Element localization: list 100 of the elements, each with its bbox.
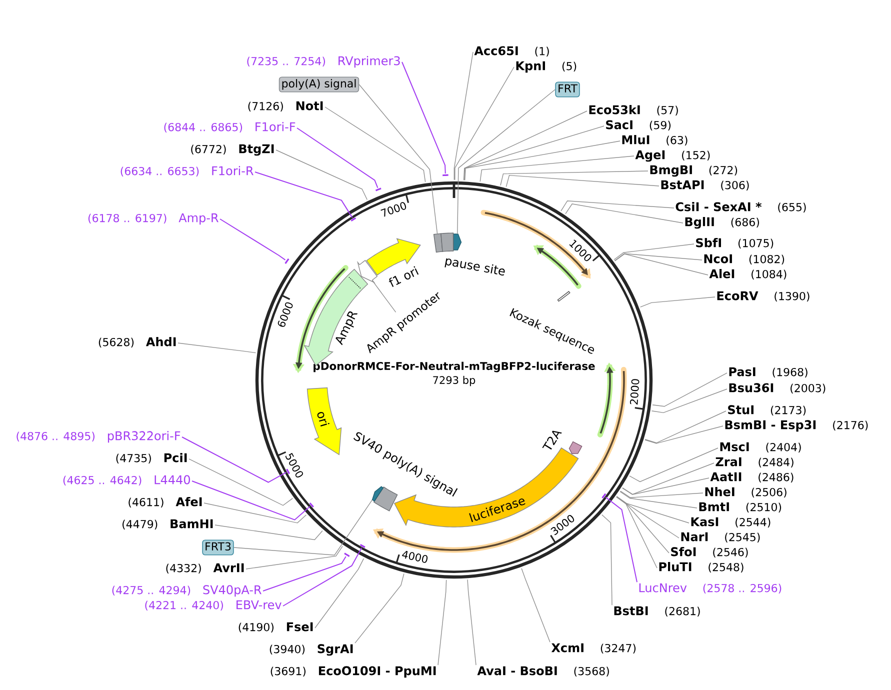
position-label: (1390) bbox=[774, 292, 810, 302]
primer-label: LucNrev bbox=[639, 583, 687, 592]
site-label: ZraI bbox=[716, 457, 742, 466]
leader-line bbox=[467, 579, 476, 666]
primer-site-mark bbox=[350, 217, 356, 222]
site-label: BtgZI bbox=[239, 144, 274, 156]
primer-site-mark bbox=[286, 468, 290, 474]
leader-line bbox=[464, 126, 604, 180]
leader-line bbox=[616, 496, 690, 524]
leader-line bbox=[282, 547, 362, 606]
leader-line bbox=[640, 296, 716, 308]
leader-line bbox=[622, 462, 714, 495]
primer-label: pBR322ori-F bbox=[108, 430, 180, 443]
plasmid-size: 7293 bp bbox=[433, 376, 476, 386]
site-label: PasI bbox=[729, 367, 756, 376]
feature-block bbox=[433, 233, 443, 253]
position-label: (6844 .. 6865) bbox=[164, 122, 242, 133]
position-label: (6634 .. 6653) bbox=[120, 166, 199, 177]
position-label: (2486) bbox=[758, 472, 794, 483]
position-label: (1) bbox=[535, 46, 549, 57]
leader-line bbox=[506, 174, 660, 188]
feature-tag: FRT3 bbox=[202, 540, 234, 556]
leader-line bbox=[614, 244, 694, 260]
feature-label: f1 ori bbox=[388, 266, 419, 287]
site-label: AleI bbox=[709, 268, 734, 278]
position-label: (2003) bbox=[790, 384, 826, 394]
position-label: (2545) bbox=[725, 532, 760, 543]
position-label: (3568) bbox=[574, 666, 609, 677]
site-label: AgeI bbox=[635, 150, 665, 162]
leader-line bbox=[464, 140, 620, 181]
site-label: BsmBI - Esp3I bbox=[725, 420, 816, 432]
position-label: (6772) bbox=[191, 144, 226, 155]
site-label: BmgBI bbox=[650, 165, 692, 177]
site-label: BamHI bbox=[170, 519, 213, 528]
leader-line bbox=[500, 170, 648, 186]
position-label: (152) bbox=[682, 150, 710, 161]
leader-line bbox=[246, 546, 343, 570]
primer-site-mark bbox=[284, 258, 290, 264]
leader-line bbox=[234, 500, 373, 556]
leader-line bbox=[620, 490, 704, 498]
site-label: BstAPI bbox=[661, 180, 704, 190]
site-label: MscI bbox=[720, 442, 749, 452]
site-label: AhdI bbox=[146, 336, 176, 346]
leader-line bbox=[565, 204, 684, 224]
leader-line bbox=[629, 448, 718, 482]
site-label: NotI bbox=[296, 101, 323, 110]
position-label: (1968) bbox=[772, 368, 808, 378]
site-label: BstBI bbox=[614, 606, 648, 616]
site-label: SacI bbox=[606, 120, 632, 130]
site-label: PluTI bbox=[659, 562, 692, 572]
primer-label: SV40pA-R bbox=[203, 585, 262, 597]
leader-line bbox=[644, 410, 726, 444]
leader-line bbox=[220, 218, 286, 260]
plasmid-name: pDonorRMCE-For-Neutral-mTagBFP2-luciferase bbox=[314, 362, 595, 372]
tick-label: 2000 bbox=[630, 379, 640, 405]
leader-line bbox=[296, 128, 378, 188]
leader-line bbox=[254, 172, 353, 218]
position-label: (2546) bbox=[713, 548, 748, 558]
leader-line bbox=[354, 573, 404, 644]
position-label: (2506) bbox=[752, 488, 786, 498]
leader-line bbox=[262, 556, 346, 592]
leader-line bbox=[620, 491, 698, 508]
position-label: (2544) bbox=[736, 518, 770, 528]
position-label: (272) bbox=[709, 166, 738, 176]
feature-block bbox=[372, 486, 384, 502]
leader-line bbox=[651, 388, 728, 414]
leader-line bbox=[204, 502, 307, 524]
site-label: BglII bbox=[685, 216, 714, 229]
position-label: (4625 .. 4642) bbox=[63, 476, 142, 486]
leader-line bbox=[614, 254, 708, 276]
site-label: KasI bbox=[691, 517, 718, 526]
position-label: (3691) bbox=[270, 666, 306, 677]
site-label: BmtI bbox=[699, 502, 729, 512]
leader-line bbox=[602, 514, 612, 606]
position-label: (4190) bbox=[238, 622, 274, 633]
leader-line bbox=[463, 110, 588, 180]
leader-line bbox=[605, 496, 638, 583]
position-label: (5628) bbox=[98, 338, 134, 348]
primer-label: F1ori-R bbox=[212, 166, 254, 176]
feature-tag: poly(A) signal bbox=[278, 76, 360, 92]
site-label: StuI bbox=[728, 405, 754, 414]
position-label: (7126) bbox=[248, 102, 283, 112]
primer-site-mark bbox=[375, 188, 382, 192]
position-label: (2173) bbox=[770, 406, 806, 416]
site-label: PciI bbox=[164, 452, 187, 462]
leader-line bbox=[622, 478, 710, 495]
primer-label: RVprimer3 bbox=[338, 56, 400, 68]
primer-site-mark bbox=[602, 493, 606, 498]
position-label: (4221 .. 4240) bbox=[145, 600, 223, 611]
position-label: (3247) bbox=[600, 644, 636, 654]
tick-label: 7000 bbox=[380, 202, 406, 217]
site-label: XcmI bbox=[551, 643, 584, 652]
tick-label: 6000 bbox=[278, 302, 293, 327]
site-label: AatII bbox=[710, 472, 742, 482]
position-label: (655) bbox=[778, 202, 806, 213]
position-label: (2578 .. 2596) bbox=[703, 584, 782, 594]
position-label: (2681) bbox=[665, 606, 700, 617]
leader-line bbox=[616, 496, 658, 568]
leader-line bbox=[324, 106, 426, 182]
primer-label: Amp-R bbox=[178, 213, 218, 225]
